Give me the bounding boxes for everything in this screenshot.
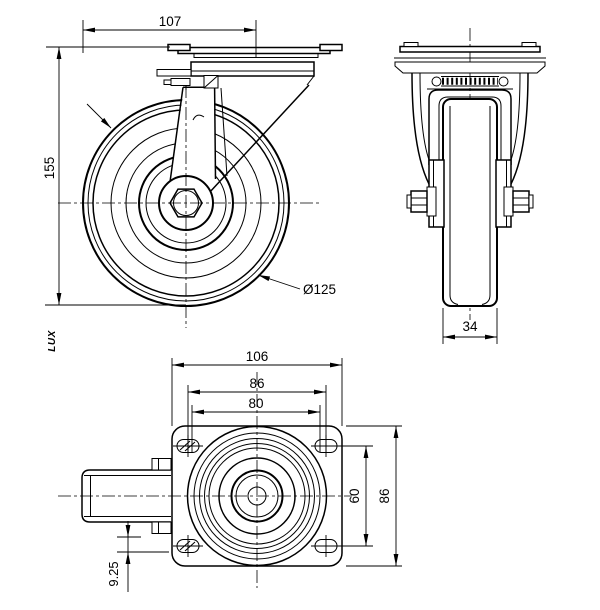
dim-155: 155 (42, 157, 57, 180)
front-wheel (442, 98, 498, 307)
dim-60: 60 (347, 488, 362, 503)
dim-80: 80 (248, 396, 263, 411)
side-view: LUX (47, 43, 343, 352)
front-view: 34 (394, 28, 546, 344)
ball-bearing-race (431, 76, 509, 87)
fork-crown (427, 88, 513, 170)
dim-86-horizontal: 86 (249, 376, 264, 391)
tire-leader-arrow (86, 103, 112, 129)
axle-nut-right (503, 186, 534, 217)
fork-back-leg (208, 84, 310, 194)
dim-wheel-diameter: Ø125 (303, 282, 336, 297)
brake-bracket (170, 78, 191, 86)
dim-34: 34 (462, 319, 478, 334)
fork-tab-bottom (151, 521, 172, 534)
dim-106: 106 (246, 349, 269, 364)
fork-tab-top (151, 458, 172, 471)
brand-logo-swoosh (192, 114, 205, 121)
dim-9-25: 9.25 (106, 561, 121, 586)
axle-nut-left (406, 186, 437, 217)
swivel-head-details (163, 75, 219, 90)
dim-86-vertical: 86 (377, 488, 392, 503)
plan-view-dimensions: 106 86 80 60 86 (106, 349, 402, 592)
side-view-dimensions: 107 155 Ø125 (42, 14, 336, 306)
front-view-dimensions: 34 (442, 308, 498, 344)
plan-view: 106 86 80 60 86 (58, 349, 402, 592)
front-plate (394, 42, 546, 74)
brand-logo-text: LUX (47, 329, 58, 351)
brand-logo: LUX (47, 114, 205, 352)
dim-107: 107 (159, 14, 182, 29)
